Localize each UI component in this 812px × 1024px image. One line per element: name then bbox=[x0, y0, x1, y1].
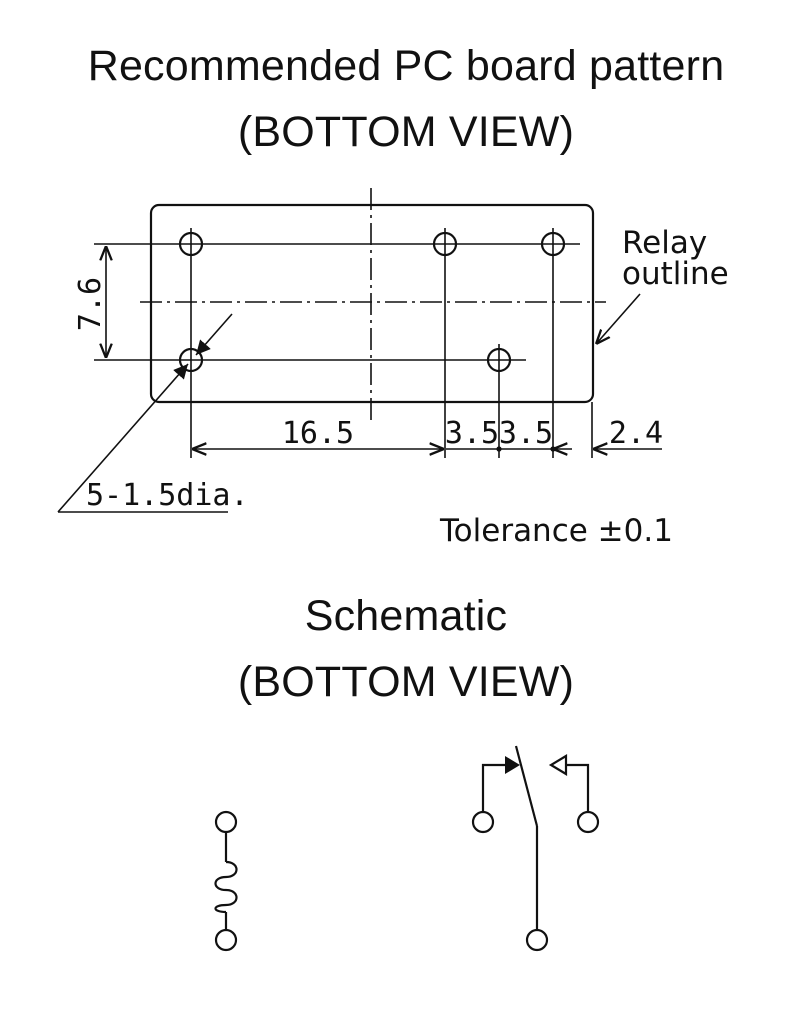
hole-5 bbox=[486, 347, 512, 373]
schematic-title: Schematic bbox=[304, 592, 508, 640]
nc-terminal bbox=[576, 810, 600, 834]
contact-symbol bbox=[471, 745, 600, 952]
coil-winding bbox=[214, 860, 238, 914]
hole-1 bbox=[178, 231, 204, 257]
coil-terminal-bottom bbox=[214, 928, 238, 952]
relay-outline-rect bbox=[149, 203, 595, 404]
coil-symbol bbox=[214, 810, 238, 952]
hole-3 bbox=[540, 231, 566, 257]
relay-leader-line bbox=[596, 293, 641, 344]
relay-label-line1: Relay bbox=[622, 225, 707, 261]
hole-note-label: 5-1.5dia. bbox=[86, 478, 249, 513]
no-contact-filled-triangle bbox=[505, 756, 520, 774]
dim-3-5-label-b: 3.5 bbox=[499, 416, 553, 451]
nc-contact-open-triangle bbox=[548, 754, 568, 776]
hole-2 bbox=[432, 231, 458, 257]
dim-3-5-label-a: 3.5 bbox=[445, 416, 499, 451]
pcb-pattern-subtitle: (BOTTOM VIEW) bbox=[237, 108, 575, 156]
dim-7-6-label: 7.6 bbox=[73, 277, 108, 331]
no-terminal bbox=[471, 810, 495, 834]
pcb-pattern: 7.6 16.5 3.5 3.5 2.4 5-1.5dia. Relay out… bbox=[57, 188, 729, 549]
dim-dot-1 bbox=[496, 446, 502, 452]
hole-leader-arrow-b bbox=[195, 313, 233, 356]
relay-label-line2: outline bbox=[622, 256, 729, 292]
coil-terminal-top bbox=[214, 810, 238, 834]
schematic-diagram bbox=[214, 745, 600, 952]
common-terminal bbox=[525, 928, 549, 952]
switch-arm bbox=[514, 745, 539, 827]
dim-16-5-label: 16.5 bbox=[282, 416, 354, 451]
pcb-pattern-title: Recommended PC board pattern bbox=[87, 42, 725, 90]
dim-2-4-label: 2.4 bbox=[609, 416, 663, 451]
hole-4 bbox=[178, 347, 204, 373]
no-lead bbox=[481, 763, 505, 812]
tolerance-label: Tolerance ±0.1 bbox=[439, 513, 673, 549]
hole-leader-line bbox=[57, 363, 189, 513]
schematic-subtitle: (BOTTOM VIEW) bbox=[237, 658, 575, 706]
nc-lead bbox=[566, 763, 590, 812]
